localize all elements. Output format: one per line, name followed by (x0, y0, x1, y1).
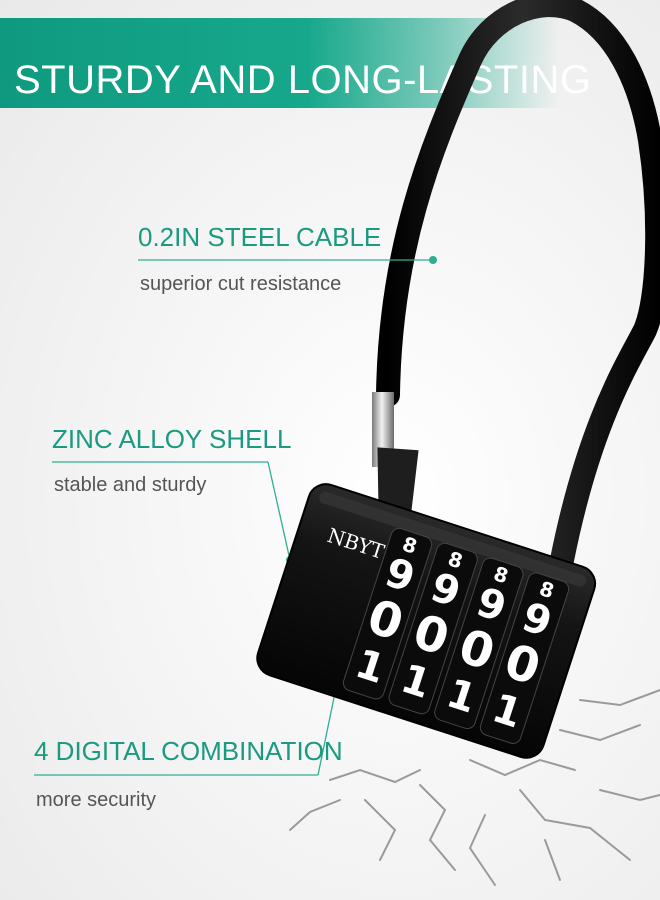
wheel-1[interactable]: 8 9 0 1 (341, 526, 433, 701)
lock-body: NBYT 8 9 0 1 8 9 0 1 (256, 447, 597, 759)
feature-combination-subtitle: more security (36, 789, 157, 811)
feature-cable-subtitle: superior cut resistance (140, 273, 342, 295)
banner-title: STURDY AND LONG-LASTING (14, 58, 592, 102)
callout-lines (34, 259, 433, 776)
feature-shell-title: ZINC ALLOY SHELL (52, 424, 292, 454)
feature-shell-subtitle: stable and sturdy (54, 474, 207, 496)
ground-cracks (289, 689, 660, 886)
combination-wheels[interactable]: 8 9 0 1 8 9 0 1 8 9 0 1 (341, 526, 570, 745)
feature-cable-title: 0.2IN STEEL CABLE (138, 222, 382, 252)
feature-combination-title: 4 DIGITAL COMBINATION (34, 736, 343, 766)
callout-dot-cable (429, 256, 437, 264)
wheel-2[interactable]: 8 9 0 1 (387, 541, 479, 716)
